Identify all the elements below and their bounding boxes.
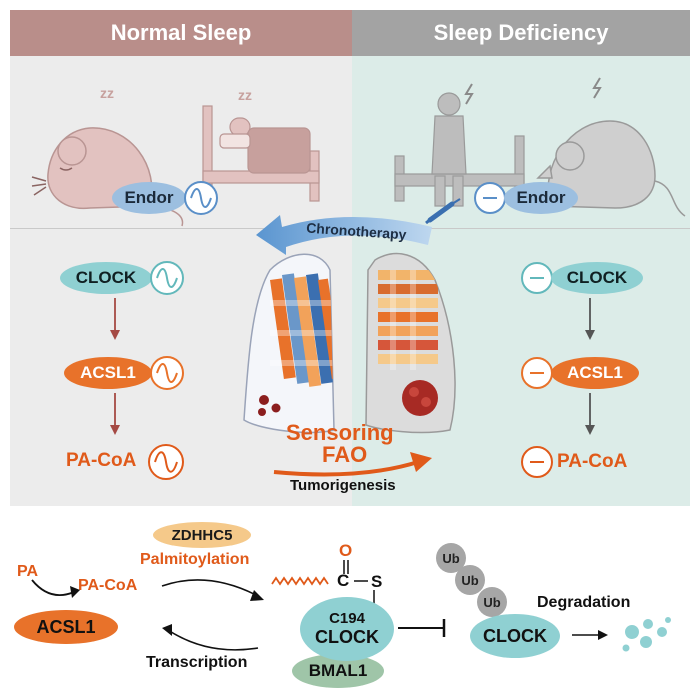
acsl1-deficiency-pill: ACSL1	[551, 357, 639, 389]
acsl1-suppressed-icon	[521, 357, 553, 389]
ub-label-3: Ub	[483, 594, 501, 610]
clock-ubiquitinated-label: CLOCK	[483, 625, 547, 646]
bed-icon	[202, 105, 320, 202]
acsl1-oscillation-icon	[150, 356, 184, 390]
c194-label: C194	[329, 610, 365, 627]
pacoa-suppressed-icon	[521, 446, 553, 478]
clock-suppressed-icon	[521, 262, 553, 294]
acsl1-bottom-pill: ACSL1	[14, 610, 118, 644]
pa-label: PA	[17, 563, 39, 580]
sulfur-label: S	[371, 572, 383, 591]
zdhhc5-pill: ZDHHC5	[153, 522, 251, 548]
zzz-icon: zz	[100, 85, 114, 101]
inhibition-arrow	[398, 619, 446, 637]
degradation-arrow	[572, 630, 608, 640]
ub-label-1: Ub	[442, 550, 460, 566]
palmitoylation-label: Palmitoylation	[140, 551, 250, 568]
endor-normal-label: Endor	[124, 188, 174, 207]
acsl1-deficiency-label: ACSL1	[567, 363, 623, 382]
zdhhc5-label: ZDHHC5	[171, 526, 233, 544]
fao-label: FAO	[322, 442, 368, 467]
sensoring-label: Sensoring	[286, 420, 394, 445]
endor-deficiency-label: Endor	[516, 188, 566, 207]
clock-normal-pill: CLOCK	[60, 262, 152, 294]
degradation-fragments-icon	[622, 617, 671, 652]
ub-bubble-2: Ub	[455, 565, 485, 595]
bmal1-label: BMAL1	[308, 661, 368, 680]
acsl1-bottom-label: ACSL1	[36, 616, 96, 637]
endor-normal-pill: Endor	[112, 182, 186, 214]
normal-sleep-header: Normal Sleep	[10, 10, 352, 56]
insomnia-person-icon	[394, 92, 525, 207]
clock-deficiency-pill: CLOCK	[551, 262, 643, 294]
degradation-label: Degradation	[537, 594, 631, 611]
endor-oscillation-icon	[184, 181, 218, 215]
endor-suppressed-icon	[474, 182, 506, 214]
sleep-illustrations: zz zz	[31, 77, 686, 227]
acsl1-normal-pill: ACSL1	[64, 357, 152, 389]
acsl1-normal-label: ACSL1	[80, 363, 136, 382]
right-lung-heatmap	[378, 270, 438, 370]
clock-palmitoylated-label: CLOCK	[315, 627, 379, 647]
clock-normal-label: CLOCK	[75, 268, 137, 287]
sleep-deficiency-header: Sleep Deficiency	[352, 10, 690, 56]
tumor-icon	[402, 380, 438, 416]
oxygen-label: O	[339, 541, 353, 560]
chronotherapy-arrow: Chronotherapy	[256, 215, 432, 255]
chronotherapy-label: Chronotherapy	[306, 220, 407, 243]
clock-oscillation-icon	[150, 261, 184, 295]
clock-palmitoylated-pill: C194 CLOCK	[300, 597, 394, 661]
zzz-icon-2: zz	[238, 87, 252, 103]
stressed-mouse-icon	[536, 120, 686, 217]
pacoa-bottom-label: PA-CoA	[78, 577, 138, 594]
pacoa-normal-label: PA-CoA	[66, 450, 137, 471]
metastasis-nodules	[258, 395, 281, 416]
clock-to-acsl1-arrow	[110, 298, 120, 340]
left-lung-heatmap	[270, 273, 334, 387]
palmitoyl-chain	[271, 560, 375, 604]
transcription-label: Transcription	[146, 654, 248, 671]
ub-bubble-3: Ub	[477, 587, 507, 617]
tumorigenesis-label: Tumorigenesis	[290, 477, 396, 494]
clock-deficiency-label: CLOCK	[566, 268, 628, 287]
pa-to-pacoa-arrow	[31, 579, 80, 598]
ub-bubble-1: Ub	[436, 543, 466, 573]
clock-to-acsl1-arrow-right	[585, 298, 595, 340]
sleep-deficiency-title: Sleep Deficiency	[433, 20, 609, 45]
normal-sleep-title: Normal Sleep	[110, 20, 252, 45]
clock-ubiquitinated-pill: CLOCK	[470, 614, 560, 658]
pacoa-deficiency-label: PA-CoA	[557, 451, 628, 472]
syringe-icon	[425, 198, 461, 224]
pacoa-oscillation-icon	[148, 444, 184, 480]
carbon-label: C	[337, 571, 350, 590]
stress-bolt-icon-2	[592, 77, 602, 99]
ub-label-2: Ub	[461, 572, 479, 588]
acsl1-to-pacoa-arrow-right	[585, 393, 595, 435]
cycle-arrows	[161, 579, 264, 651]
acsl1-to-pacoa-arrow	[110, 393, 120, 435]
endor-deficiency-pill: Endor	[504, 182, 578, 214]
lungs-illustration	[243, 252, 456, 434]
stress-bolt-icon	[464, 83, 474, 105]
fao-arrow	[273, 452, 432, 477]
